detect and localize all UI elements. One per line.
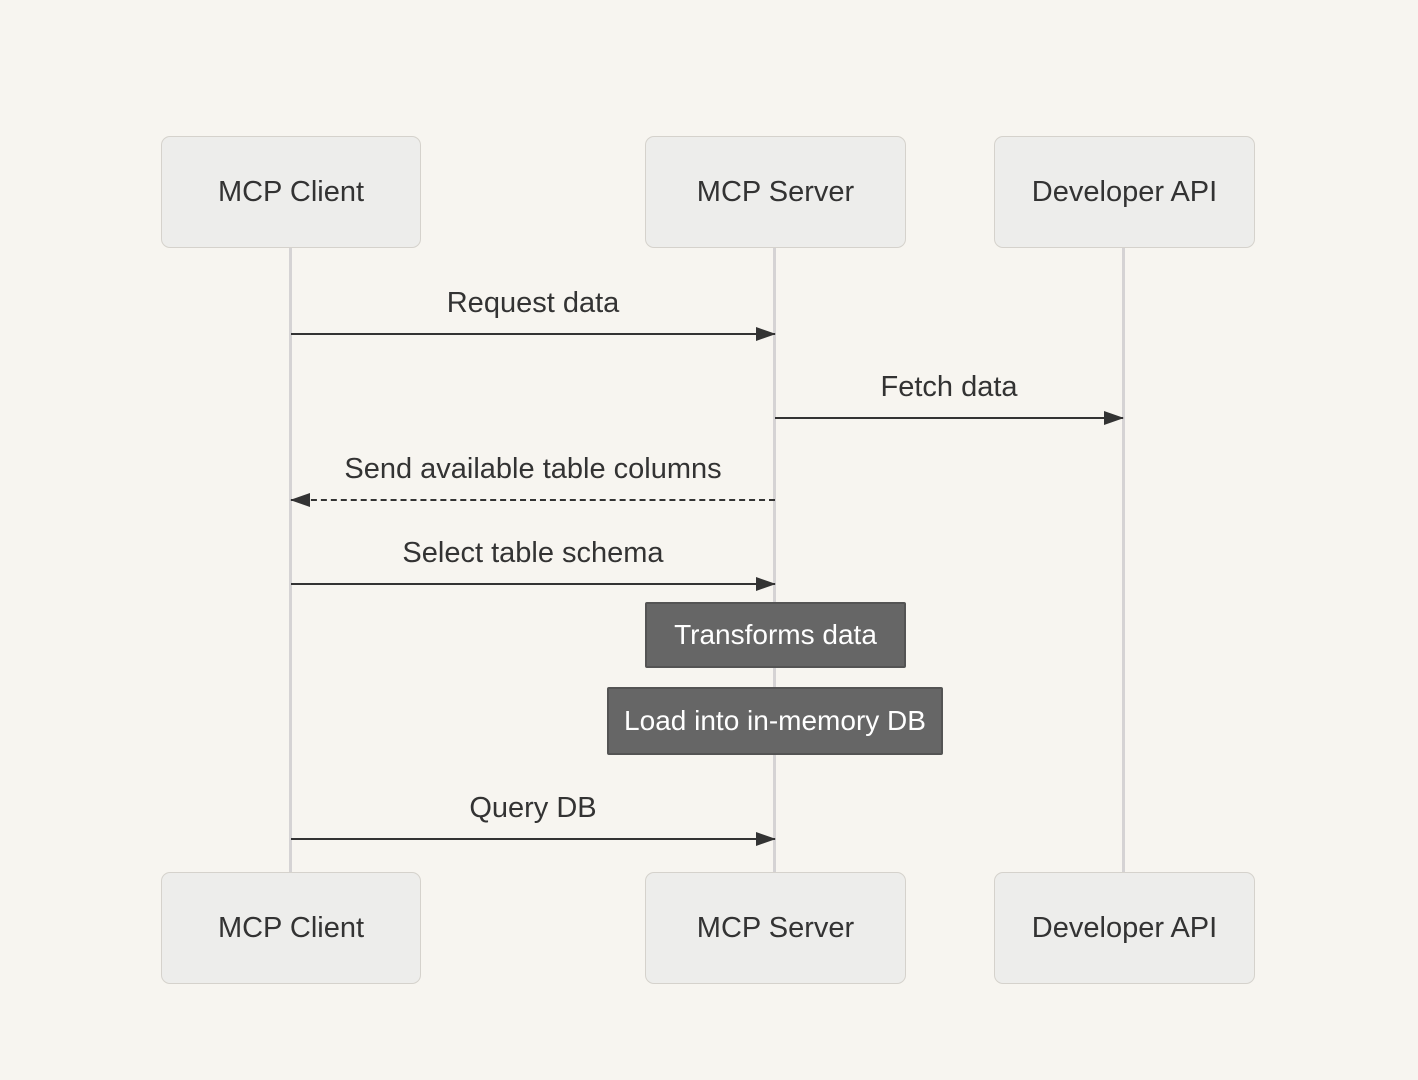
lifeline-mcp-client [289, 248, 292, 874]
message-line [291, 583, 775, 585]
actor-box-mcp-server-bottom: MCP Server [645, 872, 906, 984]
message-line [291, 838, 775, 840]
message-label: Request data [446, 287, 620, 319]
actor-box-mcp-client-bottom: MCP Client [161, 872, 421, 984]
message-line [291, 499, 775, 501]
message-send-available-table-columns: Send available table columns [290, 451, 775, 507]
message-query-db: Query DB [291, 790, 776, 846]
message-label: Query DB [469, 792, 597, 824]
lifeline-mcp-server [773, 248, 776, 874]
note-transforms-data: Transforms data [645, 602, 906, 668]
actor-box-mcp-server-top: MCP Server [645, 136, 906, 248]
note-load-into-in-memory-db: Load into in-memory DB [607, 687, 943, 755]
arrowhead-right-icon [756, 327, 776, 341]
message-line [775, 417, 1123, 419]
message-select-table-schema: Select table schema [291, 535, 776, 591]
message-label: Fetch data [880, 371, 1018, 403]
lifeline-developer-api [1122, 248, 1125, 874]
message-label: Select table schema [402, 537, 664, 569]
arrowhead-left-icon [290, 493, 310, 507]
actor-box-developer-api-top: Developer API [994, 136, 1255, 248]
arrowhead-right-icon [756, 832, 776, 846]
message-line [291, 333, 775, 335]
arrowhead-right-icon [756, 577, 776, 591]
actor-box-mcp-client-top: MCP Client [161, 136, 421, 248]
message-fetch-data: Fetch data [775, 369, 1124, 425]
actor-box-developer-api-bottom: Developer API [994, 872, 1255, 984]
arrowhead-right-icon [1104, 411, 1124, 425]
message-request-data: Request data [291, 285, 776, 341]
message-label: Send available table columns [344, 453, 722, 485]
